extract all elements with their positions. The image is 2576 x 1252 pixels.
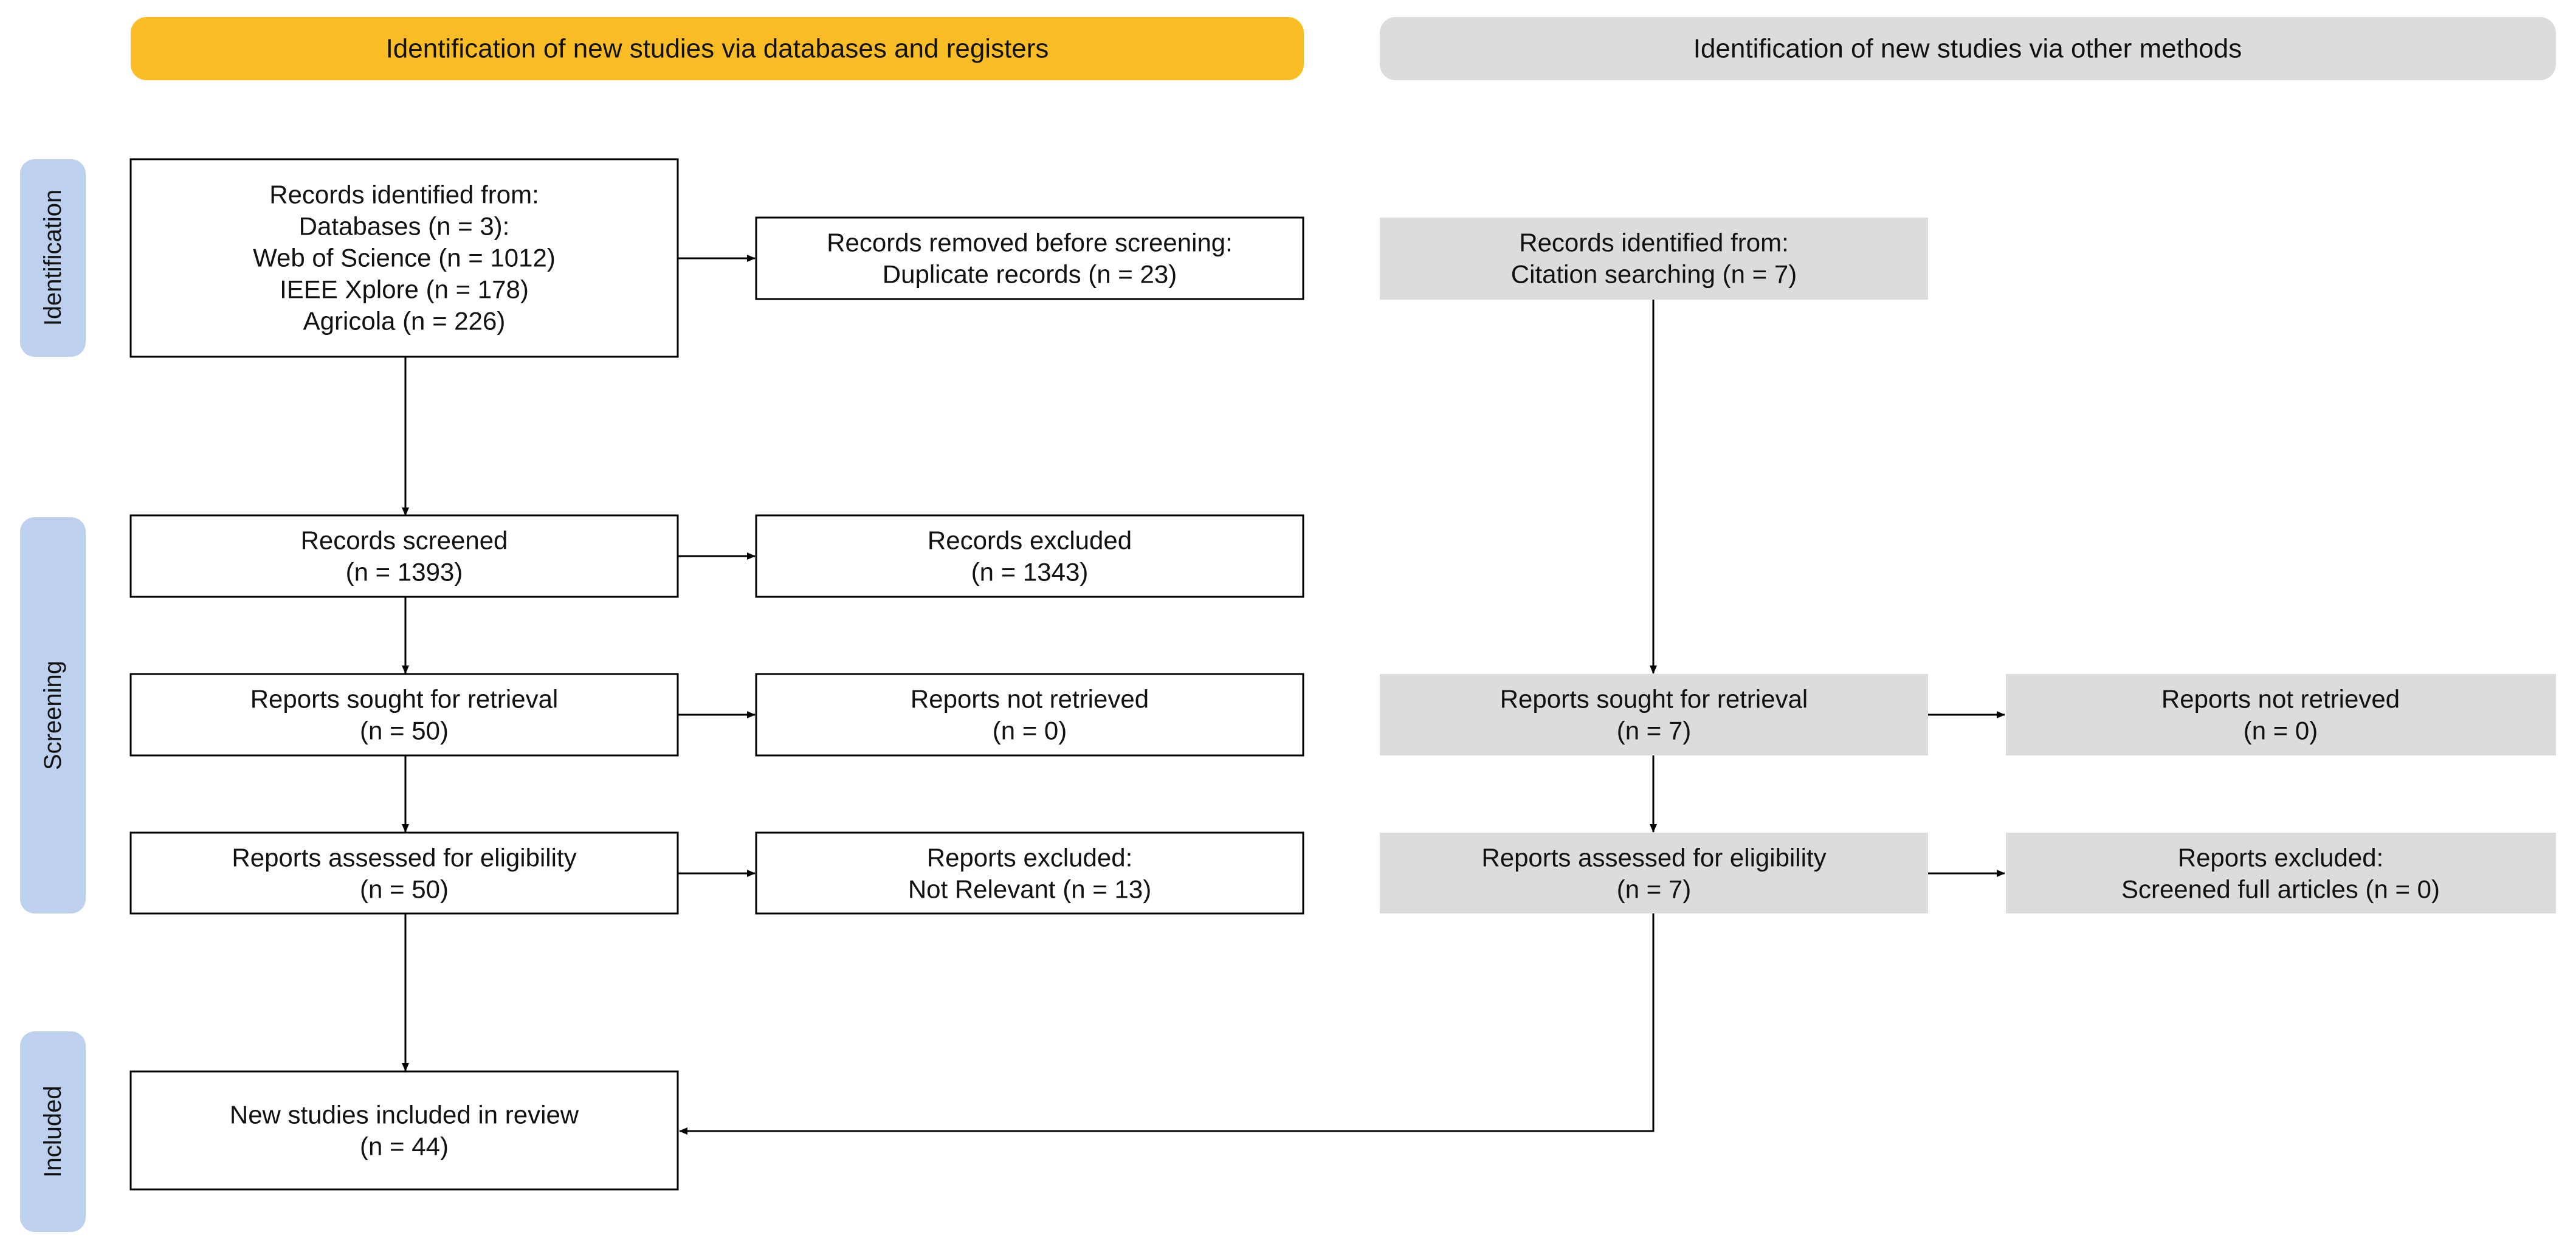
phase-screening: Screening — [20, 517, 86, 913]
box-text-line: Records excluded — [928, 526, 1132, 555]
box-reports-sought-text: Reports sought for retrieval (n = 50) — [250, 685, 559, 745]
box-text-line: Records identified from: — [269, 181, 539, 209]
box-text-line: Web of Science (n = 1012) — [253, 244, 556, 272]
box-text-line: (n = 50) — [360, 875, 449, 904]
box-text-line: Reports assessed for eligibility — [232, 844, 576, 872]
box-studies-included-text: New studies included in review (n = 44) — [230, 1101, 579, 1161]
box-text-line: Screened full articles (n = 0) — [2121, 875, 2440, 904]
box-studies-included: New studies included in review (n = 44) — [129, 1070, 679, 1191]
phase-identification-label: Identification — [40, 190, 66, 326]
box-reports-not-retrieved-text: Reports not retrieved (n = 0) — [911, 685, 1149, 745]
connectors — [402, 255, 2005, 1135]
box-text-line: (n = 44) — [360, 1132, 449, 1161]
box-other-reports-not-retrieved: Reports not retrieved (n = 0) — [2006, 674, 2556, 755]
box-text-line: (n = 7) — [1617, 717, 1692, 745]
box-text-line: Reports not retrieved — [2161, 685, 2400, 714]
box-text-line: Records identified from: — [1519, 229, 1789, 257]
box-text-line: Reports sought for retrieval — [1500, 685, 1808, 714]
box-other-reports-excluded-text: Reports excluded: Screened full articles … — [2121, 844, 2440, 904]
edge-other-assessed-to-included — [679, 913, 1655, 1135]
box-other-reports-assessed-text: Reports assessed for eligibility (n = 7) — [1481, 844, 1826, 904]
header-other-methods: Identification of new studies via other … — [1380, 17, 2556, 80]
header-databases: Identification of new studies via databa… — [131, 17, 1304, 80]
box-text-line: Reports sought for retrieval — [250, 685, 559, 714]
box-text-line: (n = 1393) — [346, 558, 463, 586]
box-reports-sought: Reports sought for retrieval (n = 50) — [129, 673, 679, 757]
box-text-line: Databases (n = 3): — [299, 212, 510, 241]
phase-included-label: Included — [40, 1085, 66, 1177]
box-records-removed: Records removed before screening: Duplica… — [755, 216, 1304, 300]
box-text-line: Duplicate records (n = 23) — [883, 260, 1177, 289]
box-text-line: Reports excluded: — [2178, 844, 2384, 872]
box-other-reports-assessed: Reports assessed for eligibility (n = 7) — [1380, 833, 1928, 913]
box-reports-assessed-text: Reports assessed for eligibility (n = 50) — [232, 844, 576, 904]
box-text-line: (n = 0) — [2244, 717, 2318, 745]
box-text-line: Reports not retrieved — [911, 685, 1149, 714]
box-records-identified: Records identified from: Databases (n = 3… — [129, 158, 679, 358]
box-reports-assessed: Reports assessed for eligibility (n = 50) — [129, 831, 679, 915]
box-text-line: (n = 1343) — [971, 558, 1089, 586]
phase-included: Included — [20, 1031, 86, 1232]
box-text-line: (n = 0) — [993, 717, 1067, 745]
box-text-line: IEEE Xplore (n = 178) — [280, 275, 529, 304]
phase-screening-label: Screening — [40, 661, 66, 770]
header-databases-label: Identification of new studies via databa… — [386, 34, 1049, 64]
box-text-line: Reports assessed for eligibility — [1481, 844, 1826, 872]
box-reports-excluded-text: Reports excluded: Not Relevant (n = 13) — [908, 844, 1151, 904]
box-records-identified-text: Records identified from: Databases (n = 3… — [253, 181, 556, 335]
box-reports-not-retrieved: Reports not retrieved (n = 0) — [755, 673, 1304, 757]
box-other-reports-excluded: Reports excluded: Screened full articles … — [2006, 833, 2556, 913]
box-other-records-identified: Records identified from: Citation searchi… — [1380, 218, 1928, 300]
box-text-line: New studies included in review — [230, 1101, 579, 1129]
box-other-reports-sought: Reports sought for retrieval (n = 7) — [1380, 674, 1928, 755]
phase-identification: Identification — [20, 159, 86, 357]
box-text-line: Agricola (n = 226) — [303, 307, 506, 335]
box-text-line: Records removed before screening: — [827, 229, 1233, 257]
box-text-line: Records screened — [301, 526, 508, 555]
box-records-excluded: Records excluded (n = 1343) — [755, 514, 1304, 598]
box-other-reports-not-retrieved-text: Reports not retrieved (n = 0) — [2161, 685, 2400, 745]
box-text-line: Reports excluded: — [927, 844, 1133, 872]
box-records-screened: Records screened (n = 1393) — [129, 514, 679, 598]
box-text-line: (n = 50) — [360, 717, 449, 745]
header-other-methods-label: Identification of new studies via other … — [1693, 34, 2242, 64]
box-reports-excluded: Reports excluded: Not Relevant (n = 13) — [755, 831, 1304, 915]
box-other-records-identified-text: Records identified from: Citation searchi… — [1511, 229, 1797, 289]
box-text-line: Citation searching (n = 7) — [1511, 260, 1797, 289]
box-text-line: (n = 7) — [1617, 875, 1692, 904]
box-records-removed-text: Records removed before screening: Duplica… — [827, 229, 1233, 289]
box-records-excluded-text: Records excluded (n = 1343) — [928, 526, 1132, 586]
box-records-screened-text: Records screened (n = 1393) — [301, 526, 508, 586]
box-other-reports-sought-text: Reports sought for retrieval (n = 7) — [1500, 685, 1808, 745]
box-text-line: Not Relevant (n = 13) — [908, 875, 1151, 904]
